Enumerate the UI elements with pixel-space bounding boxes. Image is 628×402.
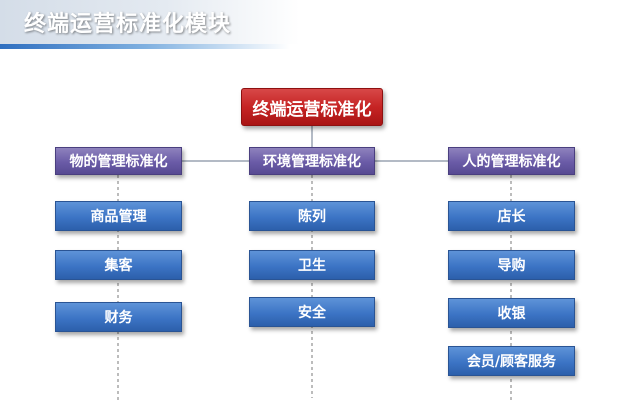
category-node-environment: 环境管理标准化 xyxy=(249,147,375,175)
item-node: 卫生 xyxy=(249,250,375,280)
category-node-goods: 物的管理标准化 xyxy=(55,147,182,175)
item-node: 商品管理 xyxy=(55,201,182,231)
title-accent-strip xyxy=(0,44,290,49)
item-node: 财务 xyxy=(55,302,182,332)
root-node: 终端运营标准化 xyxy=(241,88,383,126)
item-node: 集客 xyxy=(55,250,182,280)
item-node: 店长 xyxy=(448,201,575,231)
item-node: 收银 xyxy=(448,298,575,328)
item-node: 安全 xyxy=(249,297,375,327)
item-node: 陈列 xyxy=(249,201,375,231)
category-node-people: 人的管理标准化 xyxy=(448,147,575,175)
title-banner xyxy=(0,0,300,44)
item-node: 导购 xyxy=(448,250,575,280)
page-title: 终端运营标准化模块 xyxy=(24,12,232,37)
item-node: 会员/顾客服务 xyxy=(448,346,575,376)
